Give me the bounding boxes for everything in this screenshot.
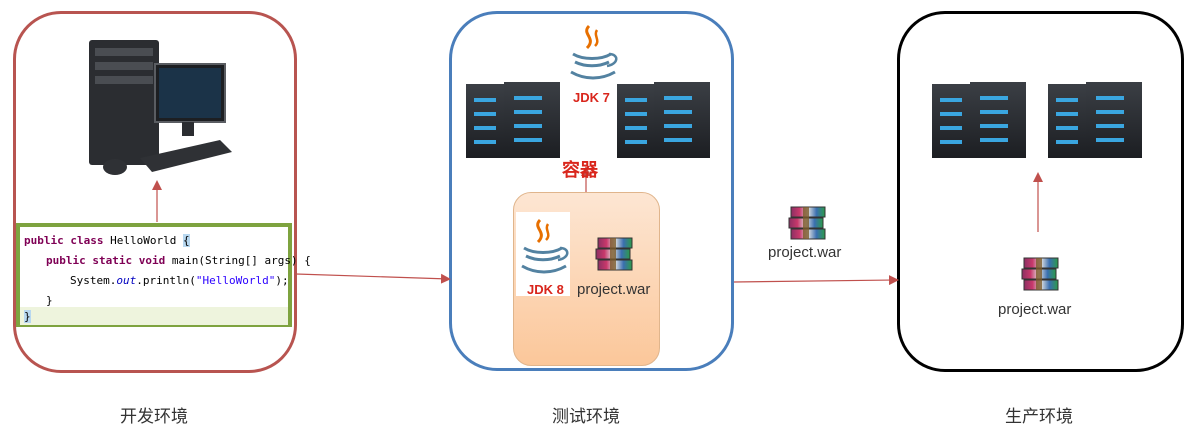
code-keyword: public static void bbox=[46, 254, 166, 267]
code-text: ); bbox=[275, 274, 289, 287]
code-line-5: } bbox=[20, 307, 288, 325]
prod-war-archive-icon bbox=[1021, 257, 1059, 291]
prod-server-right-icon bbox=[1048, 82, 1142, 158]
prod-environment-box bbox=[897, 11, 1184, 372]
prod-server-left-icon bbox=[932, 82, 1026, 158]
container-label: 容器 bbox=[562, 160, 598, 181]
container-jdk-label: JDK 8 bbox=[527, 282, 564, 297]
desktop-computer-icon bbox=[89, 40, 232, 175]
container-war-stack-icon bbox=[595, 237, 633, 271]
code-text: main(String[] args) { bbox=[165, 254, 311, 267]
test-environment-label: 测试环境 bbox=[552, 407, 620, 427]
transfer-war-archive-icon bbox=[788, 206, 826, 240]
code-line-4: } bbox=[46, 294, 53, 307]
prod-war-label: project.war bbox=[998, 301, 1072, 318]
container-java-cup-icon bbox=[521, 218, 569, 274]
test-server-right-icon bbox=[617, 82, 710, 158]
code-text: .println( bbox=[136, 274, 196, 287]
code-line-1: public class HelloWorld { bbox=[24, 231, 190, 251]
container-war-label: project.war bbox=[577, 281, 651, 298]
code-field: out bbox=[116, 274, 137, 287]
java-logo-icon bbox=[570, 24, 618, 80]
code-brace: { bbox=[182, 234, 190, 247]
transfer-war-label: project.war bbox=[768, 244, 842, 261]
dev-environment-label: 开发环境 bbox=[120, 407, 188, 427]
code-line-2: public static void main(String[] args) { bbox=[46, 251, 311, 271]
hello-world-code-panel: public class HelloWorld { public static … bbox=[16, 223, 311, 327]
code-text: System. bbox=[70, 274, 117, 287]
prod-environment-label: 生产环境 bbox=[1005, 407, 1073, 427]
code-text: HelloWorld bbox=[103, 234, 183, 247]
code-line-3: System.out.println("HelloWorld"); bbox=[70, 271, 289, 291]
server-jdk-label: JDK 7 bbox=[573, 90, 610, 105]
test-to-prod-arrow bbox=[733, 275, 899, 286]
dev-to-test-arrow bbox=[295, 273, 451, 284]
code-string: "HelloWorld" bbox=[195, 274, 276, 287]
test-server-left-icon bbox=[466, 82, 560, 158]
code-keyword: public class bbox=[24, 234, 104, 247]
code-brace: } bbox=[24, 310, 31, 323]
